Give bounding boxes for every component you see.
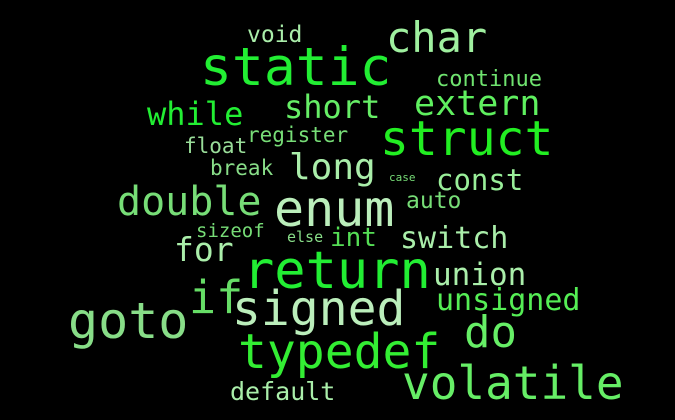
word-long: long (289, 147, 376, 188)
word-do: do (464, 307, 517, 358)
word-volatile: volatile (402, 356, 624, 410)
word-for: for (174, 230, 234, 269)
word-unsigned: unsigned (436, 283, 581, 318)
word-const: const (436, 163, 524, 197)
word-sizeof: sizeof (196, 220, 265, 242)
word-switch: switch (400, 221, 509, 256)
word-void: void (247, 22, 303, 48)
word-enum: enum (274, 180, 395, 238)
word-auto: auto (406, 188, 462, 214)
word-union: union (433, 257, 527, 293)
word-register: register (247, 123, 349, 147)
word-goto: goto (68, 292, 189, 350)
word-break: break (210, 156, 274, 180)
word-signed: signed (232, 281, 406, 337)
word-extern: extern (414, 84, 541, 124)
word-if: if (189, 271, 244, 324)
word-int: int (330, 223, 377, 253)
word-char: char (386, 13, 488, 62)
word-continue: continue (436, 67, 542, 92)
word-static: static (200, 37, 392, 98)
word-short: short (284, 88, 381, 126)
word-typedef: typedef (238, 324, 441, 380)
word-return: return (243, 241, 431, 301)
word-float: float (184, 134, 248, 158)
word-case: case (389, 171, 416, 184)
word-default: default (230, 377, 336, 406)
word-while: while (147, 95, 244, 133)
word-else: else (287, 228, 324, 246)
word-double: double (117, 179, 262, 225)
word-struct: struct (380, 111, 554, 167)
